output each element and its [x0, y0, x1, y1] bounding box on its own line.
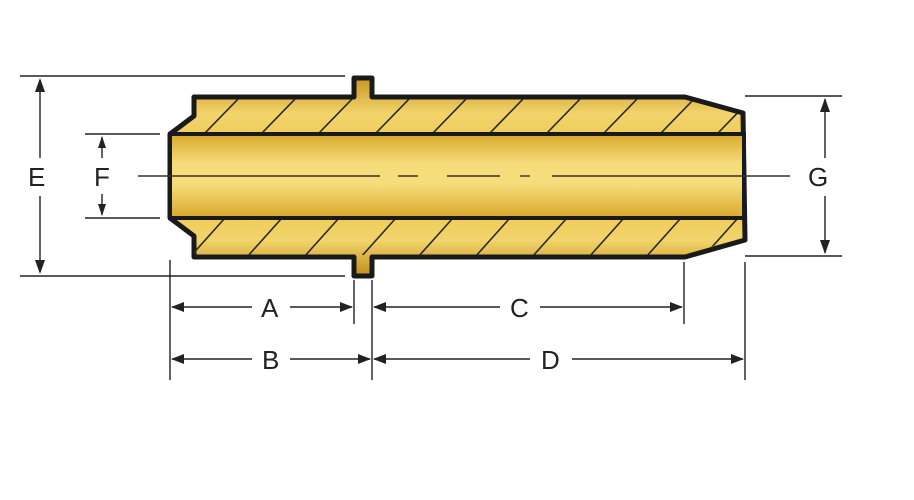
upper-wall-hatching [204, 99, 742, 133]
lower-wall-hatching [189, 218, 739, 255]
label-b: B [262, 345, 279, 375]
dimension-a: A [171, 293, 353, 323]
extension-lines [169, 260, 746, 380]
label-a: A [261, 293, 279, 323]
dimension-c: C [373, 293, 683, 323]
dimension-g: G [745, 95, 842, 257]
label-g: G [808, 162, 828, 192]
label-e: E [28, 162, 45, 192]
dimension-d: D [373, 345, 744, 375]
dimension-b: B [171, 345, 371, 375]
label-c: C [510, 293, 529, 323]
label-f: F [94, 162, 110, 192]
dimension-e: E [20, 75, 345, 277]
dimension-f: F [85, 133, 160, 219]
label-d: D [541, 345, 560, 375]
guide-body [167, 75, 748, 279]
